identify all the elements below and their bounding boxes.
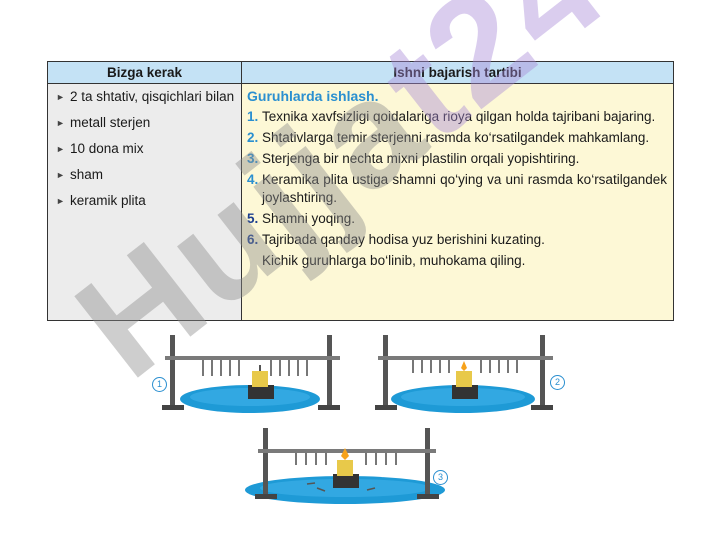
list-item: ►sham: [56, 167, 104, 182]
step-text: Shtativlarga temir sterjenni rasmda ko‘r…: [262, 130, 650, 145]
figure-label: 1: [152, 377, 167, 392]
bullet-icon: ►: [56, 170, 65, 180]
closing-text: Kichik guruhlarga bo‘linib, muhokama qil…: [262, 253, 526, 268]
stand-illustration: [162, 335, 340, 413]
instructions-table: Bizga kerak Ishni bajarish tartibi ►2 ta…: [47, 61, 674, 321]
list-item: ►metall sterjen: [56, 115, 151, 130]
step-number: 4.: [247, 172, 259, 187]
step-number: 2.: [247, 130, 259, 145]
experiment-figure-1: 1: [150, 335, 350, 420]
experiment-figure-3: 3: [245, 428, 455, 508]
step-text: Tajribada qanday hodisa yuz berishini ku…: [262, 232, 545, 247]
experiment-figure-2: 2: [368, 335, 568, 420]
stand-illustration: [245, 428, 445, 504]
step-text: Shamni yoqing.: [262, 211, 356, 226]
bullet-icon: ►: [56, 144, 65, 154]
step-item: 1.Texnika xavfsizligi qoidalariga rioya …: [247, 108, 667, 126]
bullet-icon: ►: [56, 92, 65, 102]
step-number: 1.: [247, 109, 259, 124]
procedure-cell: Guruhlarda ishlash. 1.Texnika xavfsizlig…: [242, 84, 673, 320]
column-divider: [241, 62, 242, 320]
list-item: ►keramik plita: [56, 193, 146, 208]
step-item: 4.Keramika plita ustiga shamni qo‘ying v…: [247, 171, 667, 207]
step-item: 6.Tajribada qanday hodisa yuz berishini …: [247, 231, 667, 249]
section-title: Guruhlarda ishlash.: [247, 88, 379, 104]
list-item: ►2 ta shtativ, qisqichlari bilan: [56, 89, 235, 104]
step-item: 3.Sterjenga bir nechta mixni plastilin o…: [247, 150, 667, 168]
header-procedure: Ishni bajarish tartibi: [393, 65, 522, 80]
step-item: 5.Shamni yoqing.: [247, 210, 667, 228]
step-number: 5.: [247, 211, 259, 226]
step-item: 2.Shtativlarga temir sterjenni rasmda ko…: [247, 129, 667, 147]
figure-label: 3: [433, 470, 448, 485]
procedure-steps: Guruhlarda ishlash. 1.Texnika xavfsizlig…: [247, 87, 667, 270]
table-header: Bizga kerak Ishni bajarish tartibi: [48, 62, 673, 84]
step-number: 3.: [247, 151, 259, 166]
step-text: Sterjenga bir nechta mixni plastilin orq…: [262, 151, 580, 166]
bullet-icon: ►: [56, 196, 65, 206]
step-text: Texnika xavfsizligi qoidalariga rioya qi…: [262, 109, 656, 124]
list-item: ►10 dona mix: [56, 141, 144, 156]
step-text: Keramika plita ustiga shamni qo‘ying va …: [262, 172, 667, 205]
requirements-cell: ►2 ta shtativ, qisqichlari bilan ►metall…: [48, 84, 241, 320]
figure-label: 2: [550, 375, 565, 390]
requirements-list: ►2 ta shtativ, qisqichlari bilan ►metall…: [56, 88, 236, 218]
step-number: 6.: [247, 232, 259, 247]
header-requirements: Bizga kerak: [106, 65, 183, 80]
bullet-icon: ►: [56, 118, 65, 128]
stand-illustration: [375, 335, 553, 413]
